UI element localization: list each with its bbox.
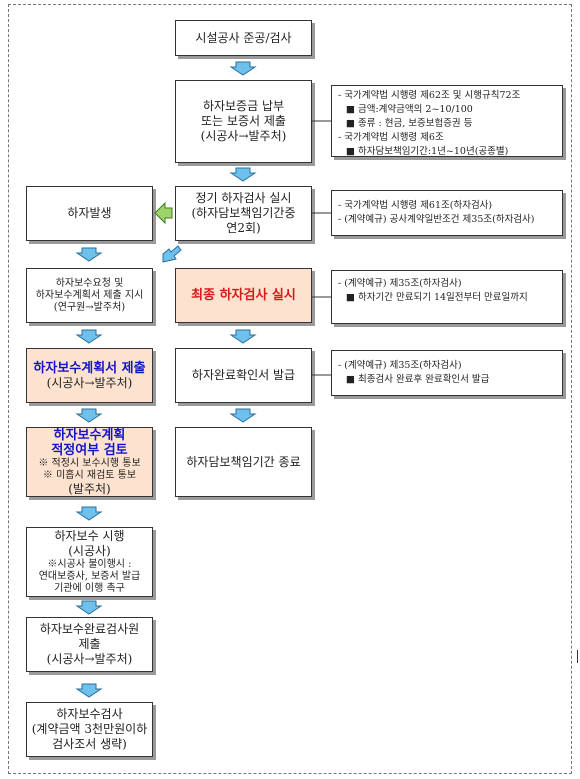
step-plan-review: 하자보수계획 적정여부 검토 ※ 적정시 보수시행 통보 ※ 미흡시 재검토 통… bbox=[26, 427, 153, 497]
step-warranty-end-text: 하자담보책임기간 종료 bbox=[186, 454, 301, 469]
step-plan-submit-sub: (시공사→발주처) bbox=[46, 375, 133, 390]
step-repair-request-line-3: (연구원→발주처) bbox=[53, 301, 126, 313]
note-final-inspection-line-2: ■ 하자기간 만료되기 14일전부터 만료일까지 bbox=[346, 292, 528, 303]
down-arrow-icon bbox=[76, 408, 102, 423]
note-connectors bbox=[312, 120, 331, 376]
step-final-inspection: 최종 하자검사 실시 bbox=[175, 268, 312, 323]
note-final-inspection: - (계약예규) 제35조(하자검사) ■ 하자기간 만료되기 14일전부터 만… bbox=[331, 270, 563, 324]
step-periodic-inspection-line-1: 정기 하자검사 실시 bbox=[195, 191, 292, 205]
note-warranty-deposit: - 국가계약법 시행령 제62조 및 시행규칙72조 ■ 금액:계약금액의 2~… bbox=[331, 85, 563, 157]
step-completion-inspection-text: 시설공사 준공/검사 bbox=[195, 30, 292, 45]
step-periodic-inspection-line-2: (하자담보책임기간중 bbox=[191, 206, 296, 220]
step-final-inspection-text: 최종 하자검사 실시 bbox=[191, 288, 296, 303]
step-repair-execution-line-3: ※시공사 불이행시 : bbox=[47, 559, 132, 570]
down-arrow-icon bbox=[76, 506, 102, 521]
step-plan-submit: 하자보수계획서 제출 (시공사→발주처) bbox=[26, 348, 153, 403]
note-completion-certificate-line-1: - (계약예규) 제35조(하자검사) bbox=[338, 360, 462, 371]
down-arrow-icon bbox=[230, 167, 256, 182]
step-repair-execution-line-1: 하자보수 시행 bbox=[54, 529, 125, 543]
step-completion-certificate-text: 하자완료확인서 발급 bbox=[191, 368, 296, 382]
step-repair-inspection: 하자보수검사 (계약금액 3천만원이하 검사조서 생략) bbox=[26, 702, 153, 757]
step-repair-execution-line-2: (시공사) bbox=[68, 544, 111, 558]
return-arrow-icon bbox=[162, 245, 182, 263]
note-warranty-deposit-line-2: ■ 금액:계약금액의 2~10/100 bbox=[346, 104, 473, 115]
step-repair-request-line-2: 하자보수계획서 제출 지시 bbox=[35, 289, 144, 301]
step-plan-review-note-2: ※ 미흡시 재검토 통보 bbox=[42, 469, 137, 481]
step-plan-review-title-1: 하자보수계획 bbox=[53, 427, 126, 443]
down-arrow-icon bbox=[76, 683, 102, 698]
step-repair-inspection-line-1: 하자보수검사 bbox=[56, 707, 123, 721]
step-plan-submit-title: 하자보수계획서 제출 bbox=[33, 360, 146, 376]
note-completion-certificate-line-2: ■ 최종검사 완료후 완료확인서 발급 bbox=[346, 374, 490, 385]
down-arrow-icon bbox=[230, 329, 256, 344]
left-arrow-icon bbox=[154, 201, 173, 225]
page-frame bbox=[8, 4, 572, 774]
step-completion-report-line-3: (시공사→발주처) bbox=[46, 652, 133, 666]
note-warranty-deposit-line-5: ■ 하자담보책임기간:1년~10년(공종별) bbox=[346, 146, 509, 157]
edge-mark bbox=[577, 650, 578, 663]
step-warranty-deposit-line-1: 하자보증금 납부 bbox=[202, 99, 285, 113]
step-defect-occurs: 하자발생 bbox=[26, 186, 153, 241]
step-defect-occurs-text: 하자발생 bbox=[67, 206, 112, 220]
step-plan-review-owner: (발주처) bbox=[68, 481, 111, 496]
step-periodic-inspection-line-3: 연2회) bbox=[226, 221, 261, 235]
step-repair-execution-line-4: 연대보증사, 보증서 발급 bbox=[38, 571, 141, 582]
note-warranty-deposit-line-4: - 국가계약법 시행령 제6조 bbox=[338, 132, 444, 143]
step-repair-inspection-line-3: 검사조서 생략) bbox=[52, 737, 127, 751]
step-completion-report: 하자보수완료검사원 제출 (시공사→발주처) bbox=[26, 617, 153, 672]
step-completion-report-line-1: 하자보수완료검사원 bbox=[39, 622, 140, 636]
step-warranty-deposit: 하자보증금 납부 또는 보증서 제출 (시공사→발주처) bbox=[175, 80, 312, 163]
note-completion-certificate: - (계약예규) 제35조(하자검사) ■ 최종검사 완료후 완료확인서 발급 bbox=[331, 350, 563, 396]
step-repair-request-line-1: 하자보수요청 및 bbox=[55, 277, 124, 289]
down-arrow-icon bbox=[76, 247, 102, 262]
step-repair-execution-line-5: 기관에 이행 촉구 bbox=[54, 583, 125, 594]
down-arrows bbox=[76, 61, 256, 698]
step-warranty-deposit-line-2: 또는 보증서 제출 bbox=[201, 114, 286, 128]
step-plan-review-title-2: 적정여부 검토 bbox=[51, 442, 128, 458]
down-arrow-icon bbox=[76, 600, 102, 615]
step-repair-inspection-line-2: (계약금액 3천만원이하 bbox=[31, 722, 148, 736]
down-arrow-icon bbox=[230, 408, 256, 423]
step-plan-review-note-1: ※ 적정시 보수시행 통보 bbox=[38, 457, 141, 469]
note-periodic-inspection-line-2: - (계약예규) 공사계약일반조건 제35조(하자검사) bbox=[338, 214, 535, 225]
down-arrow-icon bbox=[230, 61, 256, 76]
step-completion-report-line-2: 제출 bbox=[78, 637, 101, 651]
step-warranty-deposit-line-3: (시공사→발주처) bbox=[200, 129, 287, 143]
step-completion-inspection: 시설공사 준공/검사 bbox=[175, 20, 312, 56]
step-repair-request: 하자보수요청 및 하자보수계획서 제출 지시 (연구원→발주처) bbox=[26, 268, 153, 323]
down-arrow-icon bbox=[76, 329, 102, 344]
note-warranty-deposit-line-3: ■ 종류 : 현금, 보증보험증권 등 bbox=[346, 118, 473, 129]
step-repair-execution: 하자보수 시행 (시공사) ※시공사 불이행시 : 연대보증사, 보증서 발급 … bbox=[26, 527, 153, 597]
note-warranty-deposit-line-1: - 국가계약법 시행령 제62조 및 시행규칙72조 bbox=[338, 90, 521, 101]
note-periodic-inspection-line-1: - 국가계약법 시행령 제61조(하자검사) bbox=[338, 200, 493, 211]
step-warranty-end: 하자담보책임기간 종료 bbox=[175, 427, 312, 497]
note-periodic-inspection: - 국가계약법 시행령 제61조(하자검사) - (계약예규) 공사계약일반조건… bbox=[331, 190, 563, 236]
step-completion-certificate: 하자완료확인서 발급 bbox=[175, 348, 312, 403]
step-periodic-inspection: 정기 하자검사 실시 (하자담보책임기간중 연2회) bbox=[175, 186, 312, 241]
note-final-inspection-line-1: - (계약예규) 제35조(하자검사) bbox=[338, 278, 462, 289]
